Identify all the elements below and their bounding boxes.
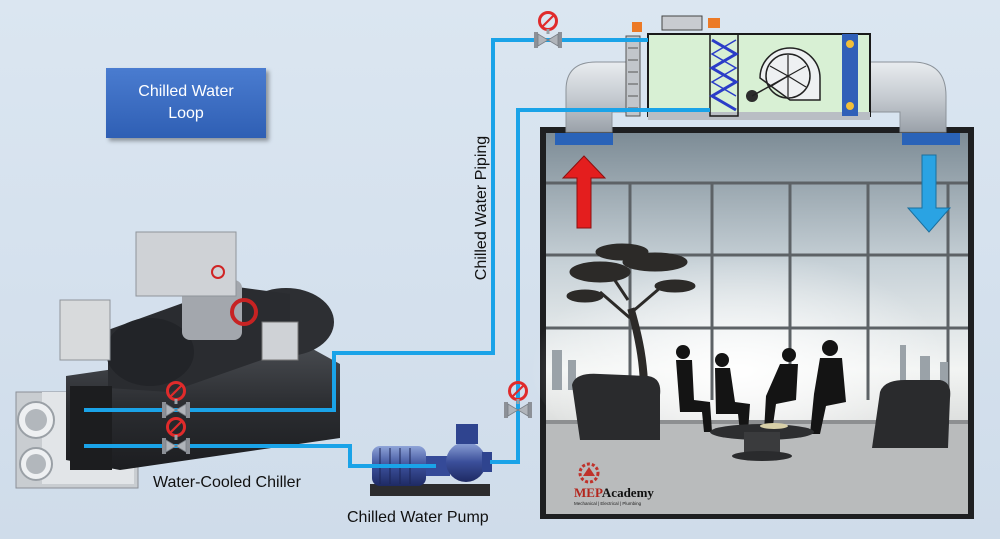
piping-label: Chilled Water Piping (473, 135, 490, 281)
room-scene (530, 127, 974, 519)
arrow-up-icon (561, 155, 607, 229)
loop-title-box: Chilled Water Loop (106, 68, 266, 138)
pump-label: Chilled Water Pump (347, 509, 489, 526)
supply-pipe (84, 38, 648, 412)
fan-icon (746, 34, 858, 116)
chiller-icon (15, 231, 340, 489)
tree-icon (566, 243, 696, 401)
gear-logo-icon (578, 462, 600, 484)
lounge-chairs (572, 373, 951, 448)
supply-air-arrow (555, 133, 613, 229)
chiller-label: Water-Cooled Chiller (153, 474, 301, 491)
gate-valve-icon (532, 11, 564, 50)
coffee-table (710, 423, 814, 461)
loop-title: Chilled Water Loop (138, 83, 234, 122)
air-handling-unit (565, 15, 947, 133)
logo-name-part1: MEP (574, 485, 602, 500)
pump-to-chiller-pipe (84, 444, 436, 468)
mep-academy-logo: MEPAcademy Mechanical | Electrical | Plu… (574, 459, 684, 511)
logo-name-part2: Academy (601, 485, 654, 500)
pump-icon (370, 424, 492, 496)
logo-tagline: Mechanical | Electrical | Plumbing (574, 501, 642, 506)
return-air-arrow (902, 133, 960, 233)
arrow-down-icon (906, 154, 952, 233)
people-silhouettes (676, 340, 846, 434)
chilled-water-piping (84, 38, 710, 468)
return-pipe (490, 108, 710, 464)
city-skyline (552, 345, 948, 390)
